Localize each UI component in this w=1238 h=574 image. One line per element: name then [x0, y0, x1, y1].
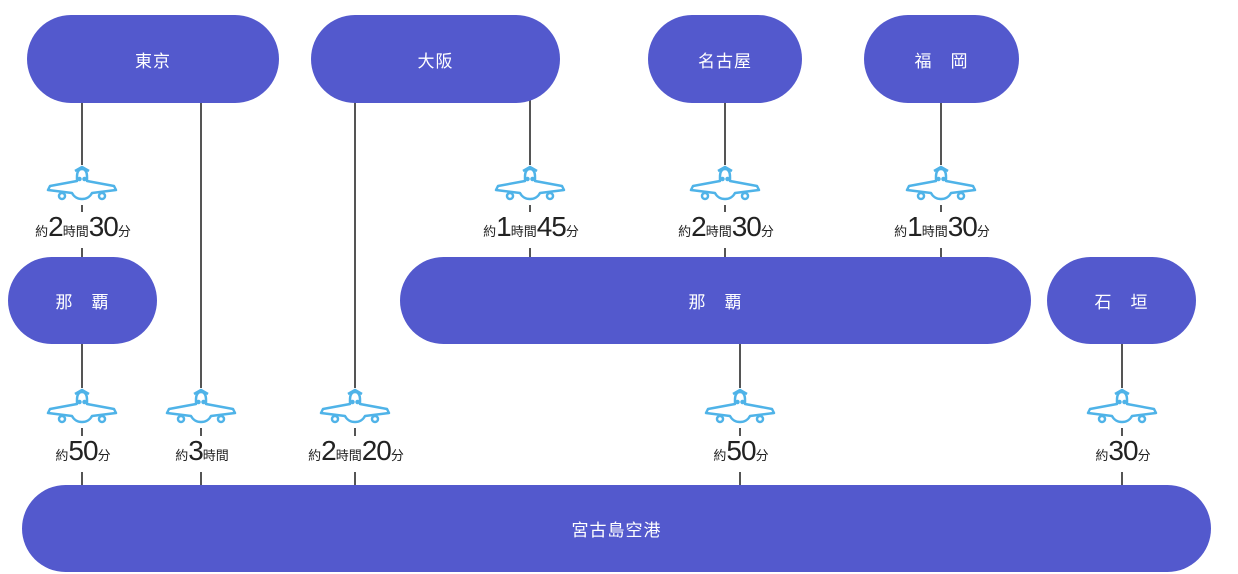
duration-unit: 時間	[510, 225, 537, 240]
duration-number: 1	[496, 211, 512, 242]
flight-duration-label: 約1時間30分	[892, 212, 992, 248]
node-naha-small: 那 覇	[8, 257, 157, 344]
flight-duration-label: 約2時間20分	[306, 436, 406, 472]
duration-number: 30	[731, 211, 762, 242]
airplane-icon	[317, 388, 393, 428]
node-ishigaki: 石 垣	[1047, 257, 1196, 344]
airplane-icon	[1084, 388, 1160, 428]
duration-unit: 時間	[62, 225, 89, 240]
airplane-icon	[702, 388, 778, 428]
duration-unit: 時間	[705, 225, 732, 240]
flight-duration-label: 約50分	[53, 435, 113, 472]
duration-unit: 分	[760, 225, 774, 240]
node-osaka: 大阪	[311, 15, 560, 103]
duration-unit: 分	[117, 225, 131, 240]
node-naha-large: 那 覇	[400, 257, 1031, 344]
duration-unit: 分	[976, 225, 990, 240]
duration-unit: 約	[308, 449, 322, 464]
connector-line	[200, 100, 202, 490]
duration-unit: 分	[755, 449, 769, 464]
flight-duration-label: 約30分	[1093, 435, 1153, 472]
flight-duration-label: 約50分	[711, 435, 771, 472]
duration-unit: 分	[1137, 449, 1151, 464]
duration-number: 3	[188, 435, 204, 466]
duration-unit: 時間	[202, 449, 229, 464]
duration-number: 20	[361, 435, 392, 466]
duration-unit: 約	[35, 225, 49, 240]
airplane-icon	[492, 165, 568, 205]
duration-unit: 約	[55, 449, 69, 464]
duration-number: 2	[48, 211, 64, 242]
duration-unit: 分	[390, 449, 404, 464]
airplane-icon	[44, 165, 120, 205]
duration-unit: 時間	[335, 449, 362, 464]
duration-number: 30	[947, 211, 978, 242]
duration-unit: 約	[483, 225, 497, 240]
node-nagoya: 名古屋	[648, 15, 802, 103]
duration-unit: 約	[678, 225, 692, 240]
airplane-icon	[903, 165, 979, 205]
duration-number: 50	[726, 435, 756, 466]
duration-number: 1	[907, 211, 923, 242]
duration-unit: 約	[713, 449, 727, 464]
flight-duration-label: 約1時間45分	[481, 212, 581, 248]
airplane-icon	[163, 388, 239, 428]
airplane-icon	[687, 165, 763, 205]
node-miyako-airport: 宮古島空港	[22, 485, 1211, 572]
airplane-icon	[44, 388, 120, 428]
duration-unit: 約	[175, 449, 189, 464]
duration-number: 30	[88, 211, 119, 242]
flight-duration-label: 約3時間	[173, 436, 231, 472]
duration-number: 45	[536, 211, 567, 242]
duration-number: 50	[68, 435, 98, 466]
node-tokyo: 東京	[27, 15, 279, 103]
flight-duration-label: 約2時間30分	[676, 212, 776, 248]
flight-duration-label: 約2時間30分	[33, 212, 133, 248]
duration-unit: 時間	[921, 225, 948, 240]
duration-number: 30	[1108, 435, 1138, 466]
node-fukuoka: 福 岡	[864, 15, 1019, 103]
duration-number: 2	[691, 211, 707, 242]
duration-unit: 分	[97, 449, 111, 464]
duration-unit: 約	[894, 225, 908, 240]
duration-unit: 約	[1095, 449, 1109, 464]
connector-line	[354, 100, 356, 490]
duration-unit: 分	[565, 225, 579, 240]
duration-number: 2	[321, 435, 337, 466]
